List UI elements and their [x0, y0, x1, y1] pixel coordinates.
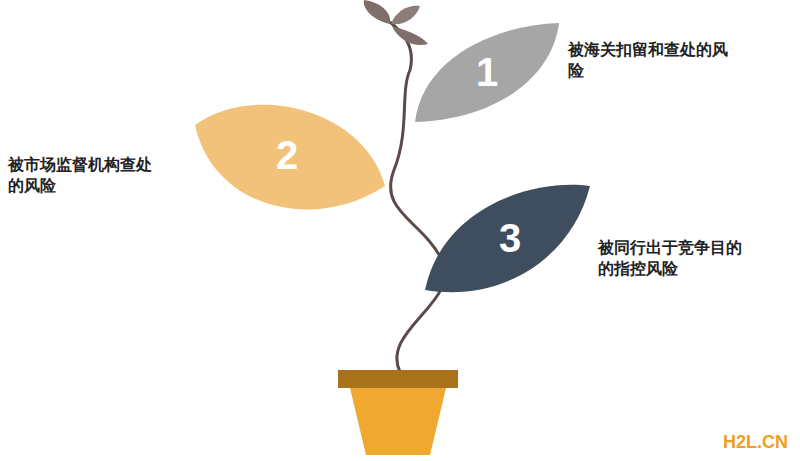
pot-body — [350, 388, 446, 455]
callout-number: 3 — [499, 218, 521, 258]
leaf-outline — [425, 185, 590, 292]
leaf-outline — [195, 105, 385, 210]
risk-caption: 被同行出于竞争目的的指控风险 — [598, 238, 748, 280]
sprout-leaf — [364, 0, 390, 24]
leaf-outline — [415, 23, 559, 122]
callout-number: 1 — [476, 52, 498, 92]
leaf-node: 2被市场监督机构查处的风险 — [193, 88, 388, 228]
sprout-leaf — [392, 26, 428, 45]
callout-number: 2 — [276, 135, 298, 175]
risk-caption: 被市场监督机构查处的风险 — [8, 155, 158, 197]
leaf-node: 1被海关扣留和查处的风险 — [412, 20, 562, 125]
sprout-leaf — [391, 6, 420, 25]
watermark: H2L.CN — [723, 432, 788, 453]
risk-caption: 被海关扣留和查处的风险 — [568, 40, 733, 82]
pot-rim — [338, 370, 458, 388]
leaf-node: 3被同行出于竞争目的的指控风险 — [422, 178, 594, 298]
